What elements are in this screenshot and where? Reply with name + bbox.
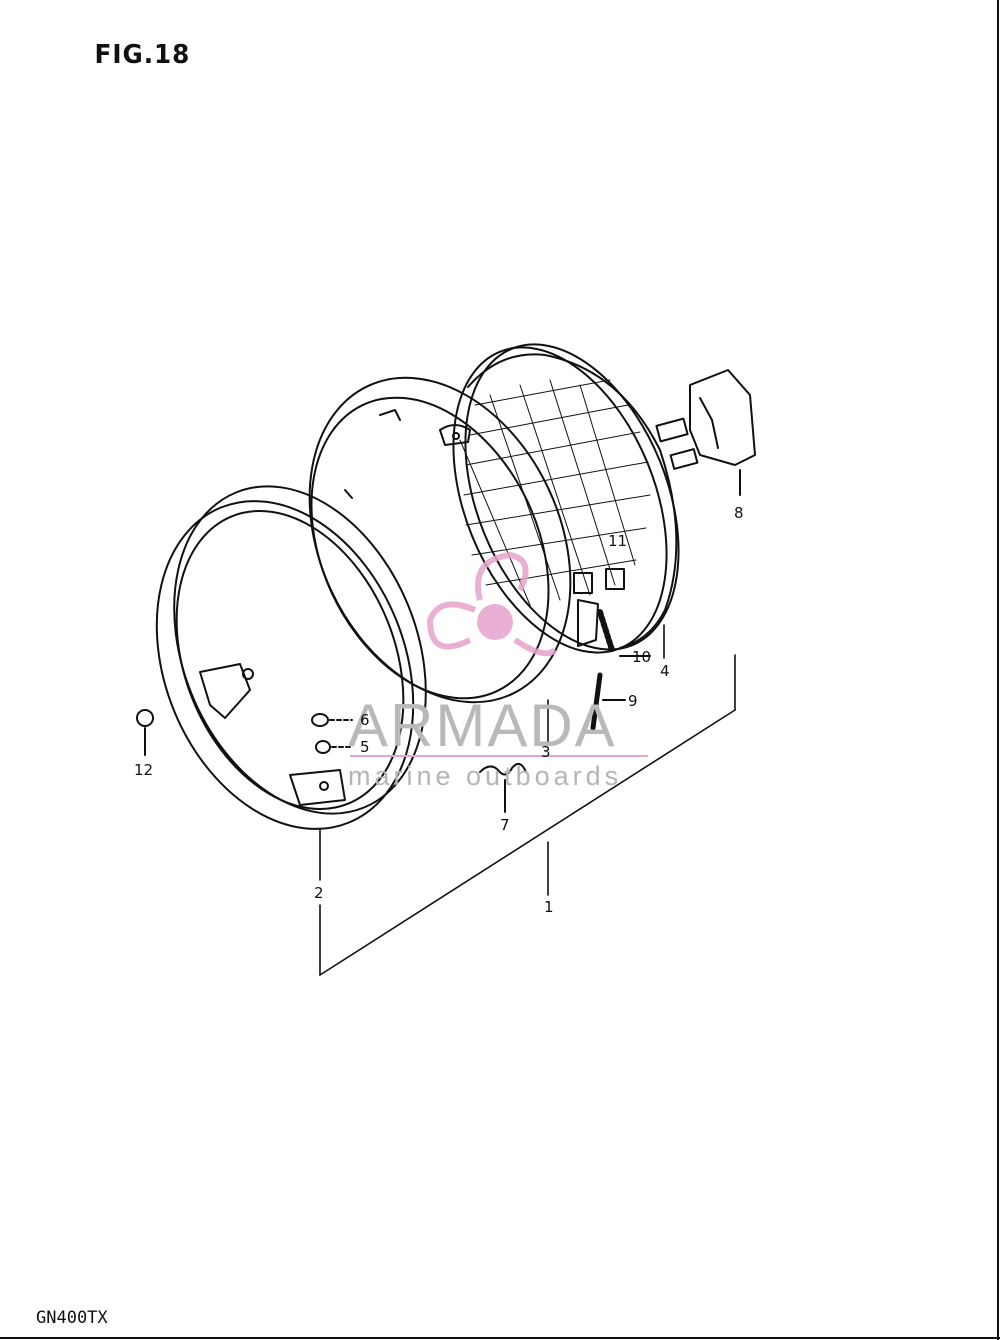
page-border-bottom [0, 1337, 1000, 1339]
bulb-socket-drawing [655, 369, 756, 496]
model-code: GN400TX [36, 1308, 108, 1328]
headlight-rim-drawing [308, 376, 572, 704]
adjusting-screw-drawing [590, 672, 626, 731]
callout-11: 11 [608, 532, 627, 550]
callout-10: 10 [632, 648, 651, 666]
watermark-tagline: marine outboards [348, 761, 622, 791]
callout-4: 4 [660, 662, 670, 680]
watermark-logo [426, 551, 558, 657]
watermark-brand: ARMADA [348, 692, 617, 759]
figure-title: FIG.18 [94, 40, 191, 70]
callout-7: 7 [500, 816, 510, 834]
callout-6: 6 [360, 711, 370, 729]
callout-12: 12 [134, 761, 153, 779]
callout-3: 3 [541, 743, 551, 761]
headlight-housing-drawing [452, 343, 680, 654]
callout-1: 1 [544, 898, 554, 916]
callout-2: 2 [314, 884, 324, 902]
leader-lines [319, 624, 736, 976]
outer-rim-drawing [155, 485, 427, 830]
adjuster-bracket-drawing [573, 568, 651, 657]
small-parts-drawing [136, 709, 527, 813]
page-border-right [997, 0, 999, 1340]
callout-5: 5 [360, 738, 370, 756]
callout-9: 9 [628, 692, 638, 710]
callout-8: 8 [734, 504, 744, 522]
